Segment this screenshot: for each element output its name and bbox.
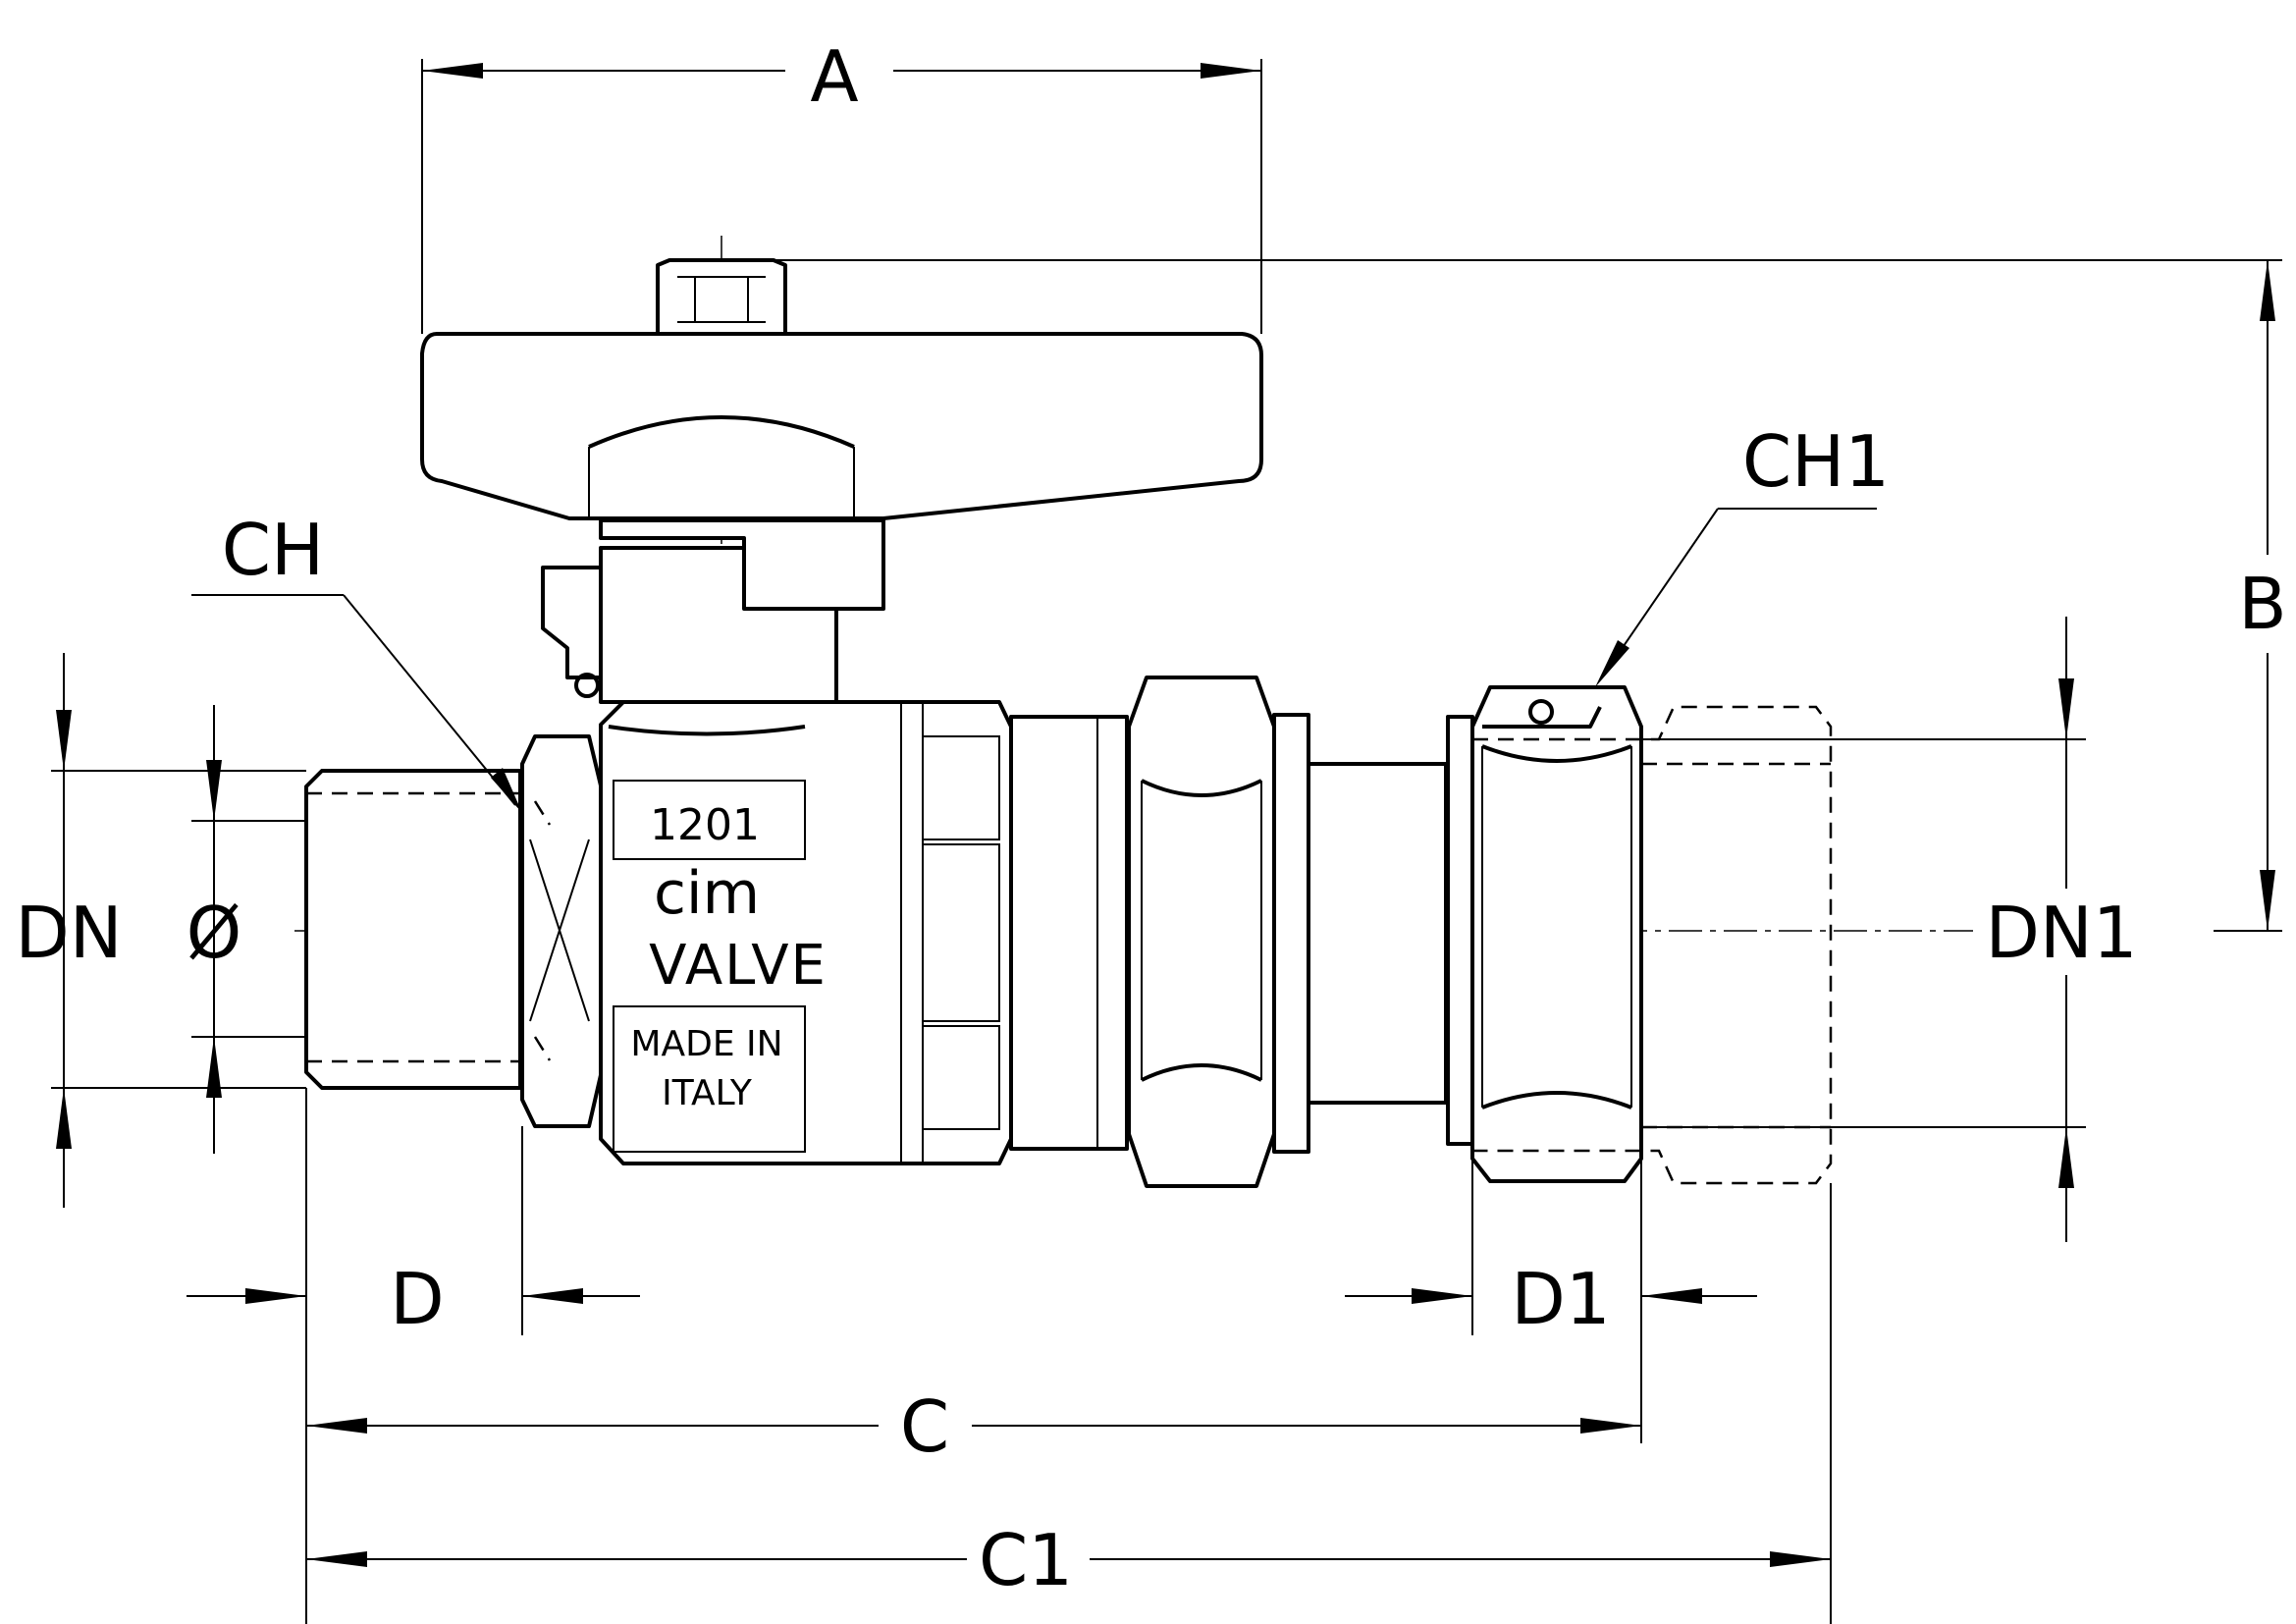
t-handle (420, 258, 1263, 520)
marking-name: VALVE (649, 934, 828, 998)
dimension-dn1 (1641, 617, 2160, 1242)
label-ch: CH (222, 509, 324, 591)
male-threaded-end (304, 769, 522, 1090)
dimension-dn (51, 653, 306, 1208)
dimension-d (187, 1088, 640, 1624)
leader-ch (191, 594, 590, 1022)
body-hex-ch (520, 734, 603, 1128)
stem-bonnet (541, 518, 885, 704)
union-nut-ch1 (1446, 685, 1643, 1183)
label-c: C (900, 1385, 949, 1468)
dimension-d1 (1345, 1144, 1757, 1443)
label-dn1: DN1 (1985, 892, 2137, 974)
marking-brand: cim (654, 859, 760, 928)
label-d: D (390, 1258, 444, 1340)
tail-pipe (1307, 762, 1448, 1105)
dimension-c (306, 1384, 1641, 1468)
label-a: A (810, 35, 858, 118)
union-body-section (1009, 676, 1310, 1188)
dimension-diameter (191, 705, 306, 1154)
label-ch1: CH1 (1742, 420, 1890, 503)
marking-model: 1201 (650, 800, 760, 850)
label-diameter: Ø (187, 892, 242, 974)
marking-origin-2: ITALY (662, 1073, 753, 1113)
dimension-a (421, 29, 1262, 334)
marking-origin-1: MADE IN (630, 1024, 782, 1064)
label-dn: DN (15, 892, 122, 974)
dimension-c1 (306, 1183, 1832, 1624)
label-d1: D1 (1511, 1258, 1610, 1340)
label-b: B (2238, 563, 2286, 645)
label-c1: C1 (979, 1519, 1073, 1601)
leader-ch1 (1595, 508, 1877, 687)
dimension-b (775, 259, 2296, 932)
